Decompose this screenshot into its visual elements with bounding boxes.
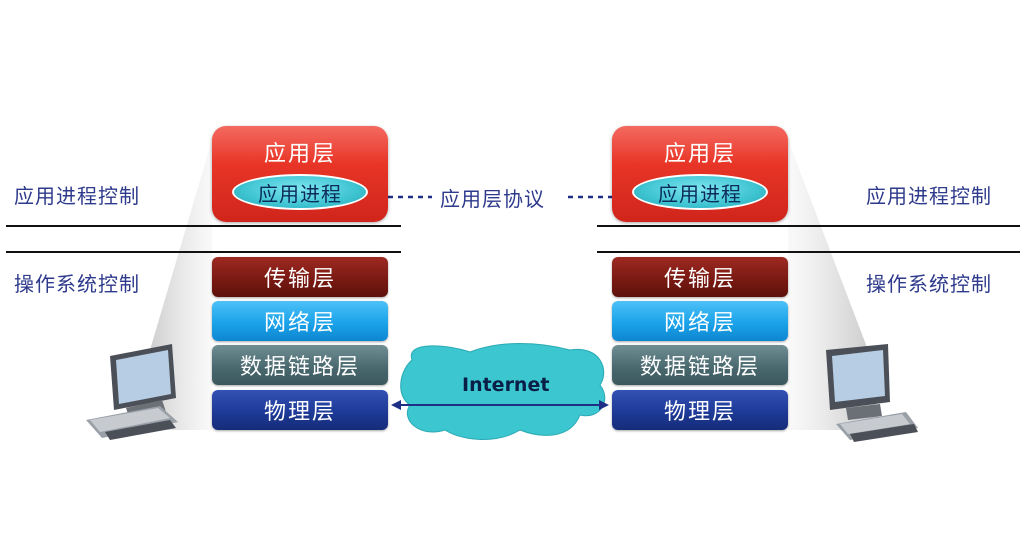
left-os-control-label: 操作系统控制 — [14, 272, 140, 296]
right-network-layer: 网络层 — [612, 301, 788, 341]
internet-label: Internet — [462, 374, 550, 396]
left-application-layer-label: 应用层 — [263, 142, 336, 167]
internet-cloud — [400, 343, 606, 440]
left-app-process: 应用进程 — [232, 174, 368, 210]
left-physical-layer: 物理层 — [212, 390, 388, 430]
right-application-layer: 应用层 应用进程 — [612, 126, 788, 222]
left-application-layer: 应用层 应用进程 — [212, 126, 388, 222]
right-app-process-control-label: 应用进程控制 — [866, 184, 992, 208]
right-app-process: 应用进程 — [632, 174, 768, 210]
left-computer-icon — [86, 344, 178, 440]
left-app-process-control-label: 应用进程控制 — [14, 184, 140, 208]
physical-link-arrow-left — [391, 400, 401, 410]
right-computer-icon — [826, 344, 918, 442]
right-transport-layer: 传输层 — [612, 257, 788, 297]
left-network-layer: 网络层 — [212, 301, 388, 341]
right-application-layer-label: 应用层 — [663, 142, 736, 167]
right-physical-layer: 物理层 — [612, 390, 788, 430]
right-datalink-layer: 数据链路层 — [612, 345, 788, 385]
physical-link-arrow-right — [599, 400, 609, 410]
application-protocol-label: 应用层协议 — [440, 187, 545, 211]
left-transport-layer: 传输层 — [212, 257, 388, 297]
right-os-control-label: 操作系统控制 — [866, 272, 992, 296]
left-datalink-layer: 数据链路层 — [212, 345, 388, 385]
